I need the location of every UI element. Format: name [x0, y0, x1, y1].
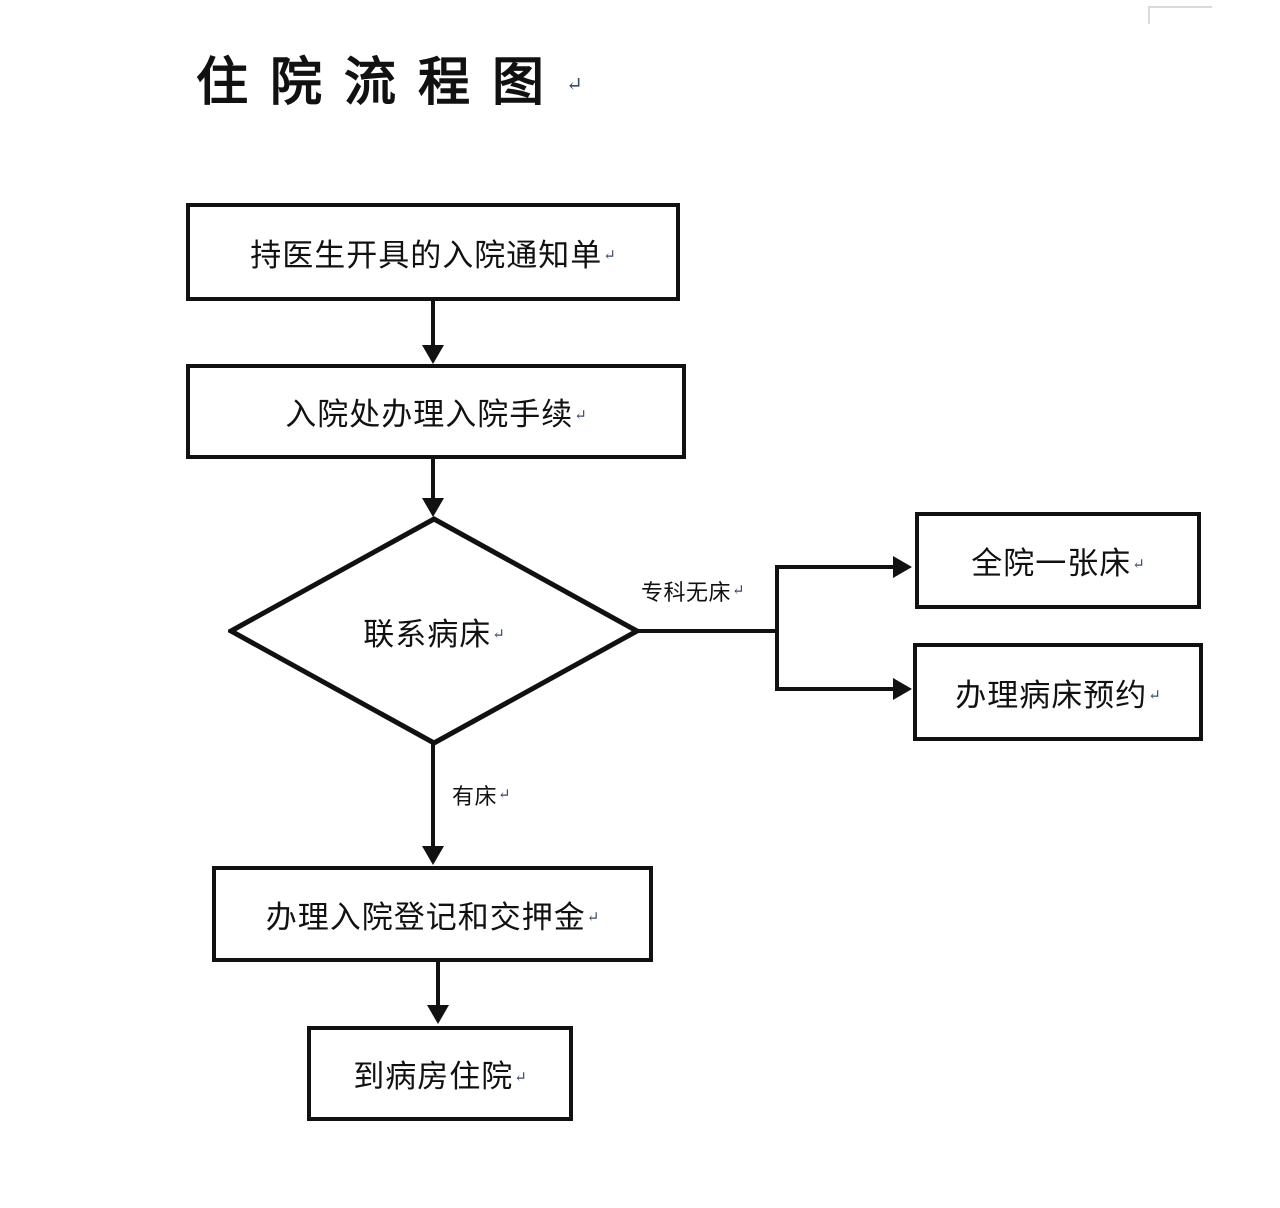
page-title-text: 住院流程图	[196, 55, 567, 112]
pilcrow-icon: ↵	[514, 1069, 527, 1086]
pilcrow-icon: ↵	[603, 248, 616, 265]
connector-split-vertical	[775, 565, 779, 691]
node-notice[interactable]: 持医生开具的入院通知单↵	[186, 203, 680, 301]
arrowhead-right-icon	[893, 678, 912, 700]
connector-decision-to-register	[431, 744, 435, 852]
node-contact-bed-label: 联系病床↵	[363, 616, 505, 652]
connector-decision-to-split	[637, 629, 779, 633]
pilcrow-icon: ↵	[586, 910, 600, 927]
arrowhead-down-icon	[427, 1005, 449, 1024]
node-hospital-bed-label: 全院一张床↵	[971, 546, 1145, 581]
page-margin-corner-mark	[1148, 6, 1212, 24]
node-admission[interactable]: 入院处办理入院手续↵	[186, 364, 686, 459]
diamond-shape-icon	[228, 516, 640, 746]
node-contact-bed[interactable]: 联系病床↵	[228, 516, 640, 746]
node-go-to-ward[interactable]: 到病房住院↵	[307, 1026, 573, 1121]
connector-register-to-ward	[436, 962, 440, 1008]
connector-split-to-hospital-bed	[775, 565, 895, 569]
node-register-pay[interactable]: 办理入院登记和交押金↵	[212, 866, 653, 962]
page-title: 住院流程图↵	[196, 54, 583, 114]
node-notice-label: 持医生开具的入院通知单↵	[250, 237, 616, 273]
pilcrow-icon: ↵	[492, 627, 505, 644]
connector-admission-to-decision	[431, 459, 435, 501]
pilcrow-icon: ↵	[566, 74, 583, 96]
arrowhead-down-icon	[422, 846, 444, 865]
node-bed-booking-label: 办理病床预约↵	[955, 677, 1161, 713]
node-admission-label: 入院处办理入院手续↵	[285, 397, 587, 432]
edge-label-has-bed: 有床↵	[452, 784, 511, 809]
pilcrow-icon: ↵	[498, 786, 511, 803]
pilcrow-icon: ↵	[732, 582, 745, 599]
node-register-pay-label: 办理入院登记和交押金↵	[265, 899, 600, 935]
arrowhead-down-icon	[422, 345, 444, 364]
edge-label-no-bed: 专科无床↵	[641, 580, 745, 605]
node-bed-booking[interactable]: 办理病床预约↵	[913, 643, 1203, 741]
arrowhead-right-icon	[893, 556, 912, 578]
pilcrow-icon: ↵	[1148, 688, 1161, 705]
arrowhead-down-icon	[422, 498, 444, 517]
node-hospital-bed[interactable]: 全院一张床↵	[915, 512, 1201, 609]
node-go-to-ward-label: 到病房住院↵	[353, 1059, 527, 1094]
connector-notice-to-admission	[431, 301, 435, 347]
connector-split-to-bed-booking	[775, 687, 895, 691]
pilcrow-icon: ↵	[574, 407, 587, 424]
pilcrow-icon: ↵	[1132, 556, 1145, 573]
